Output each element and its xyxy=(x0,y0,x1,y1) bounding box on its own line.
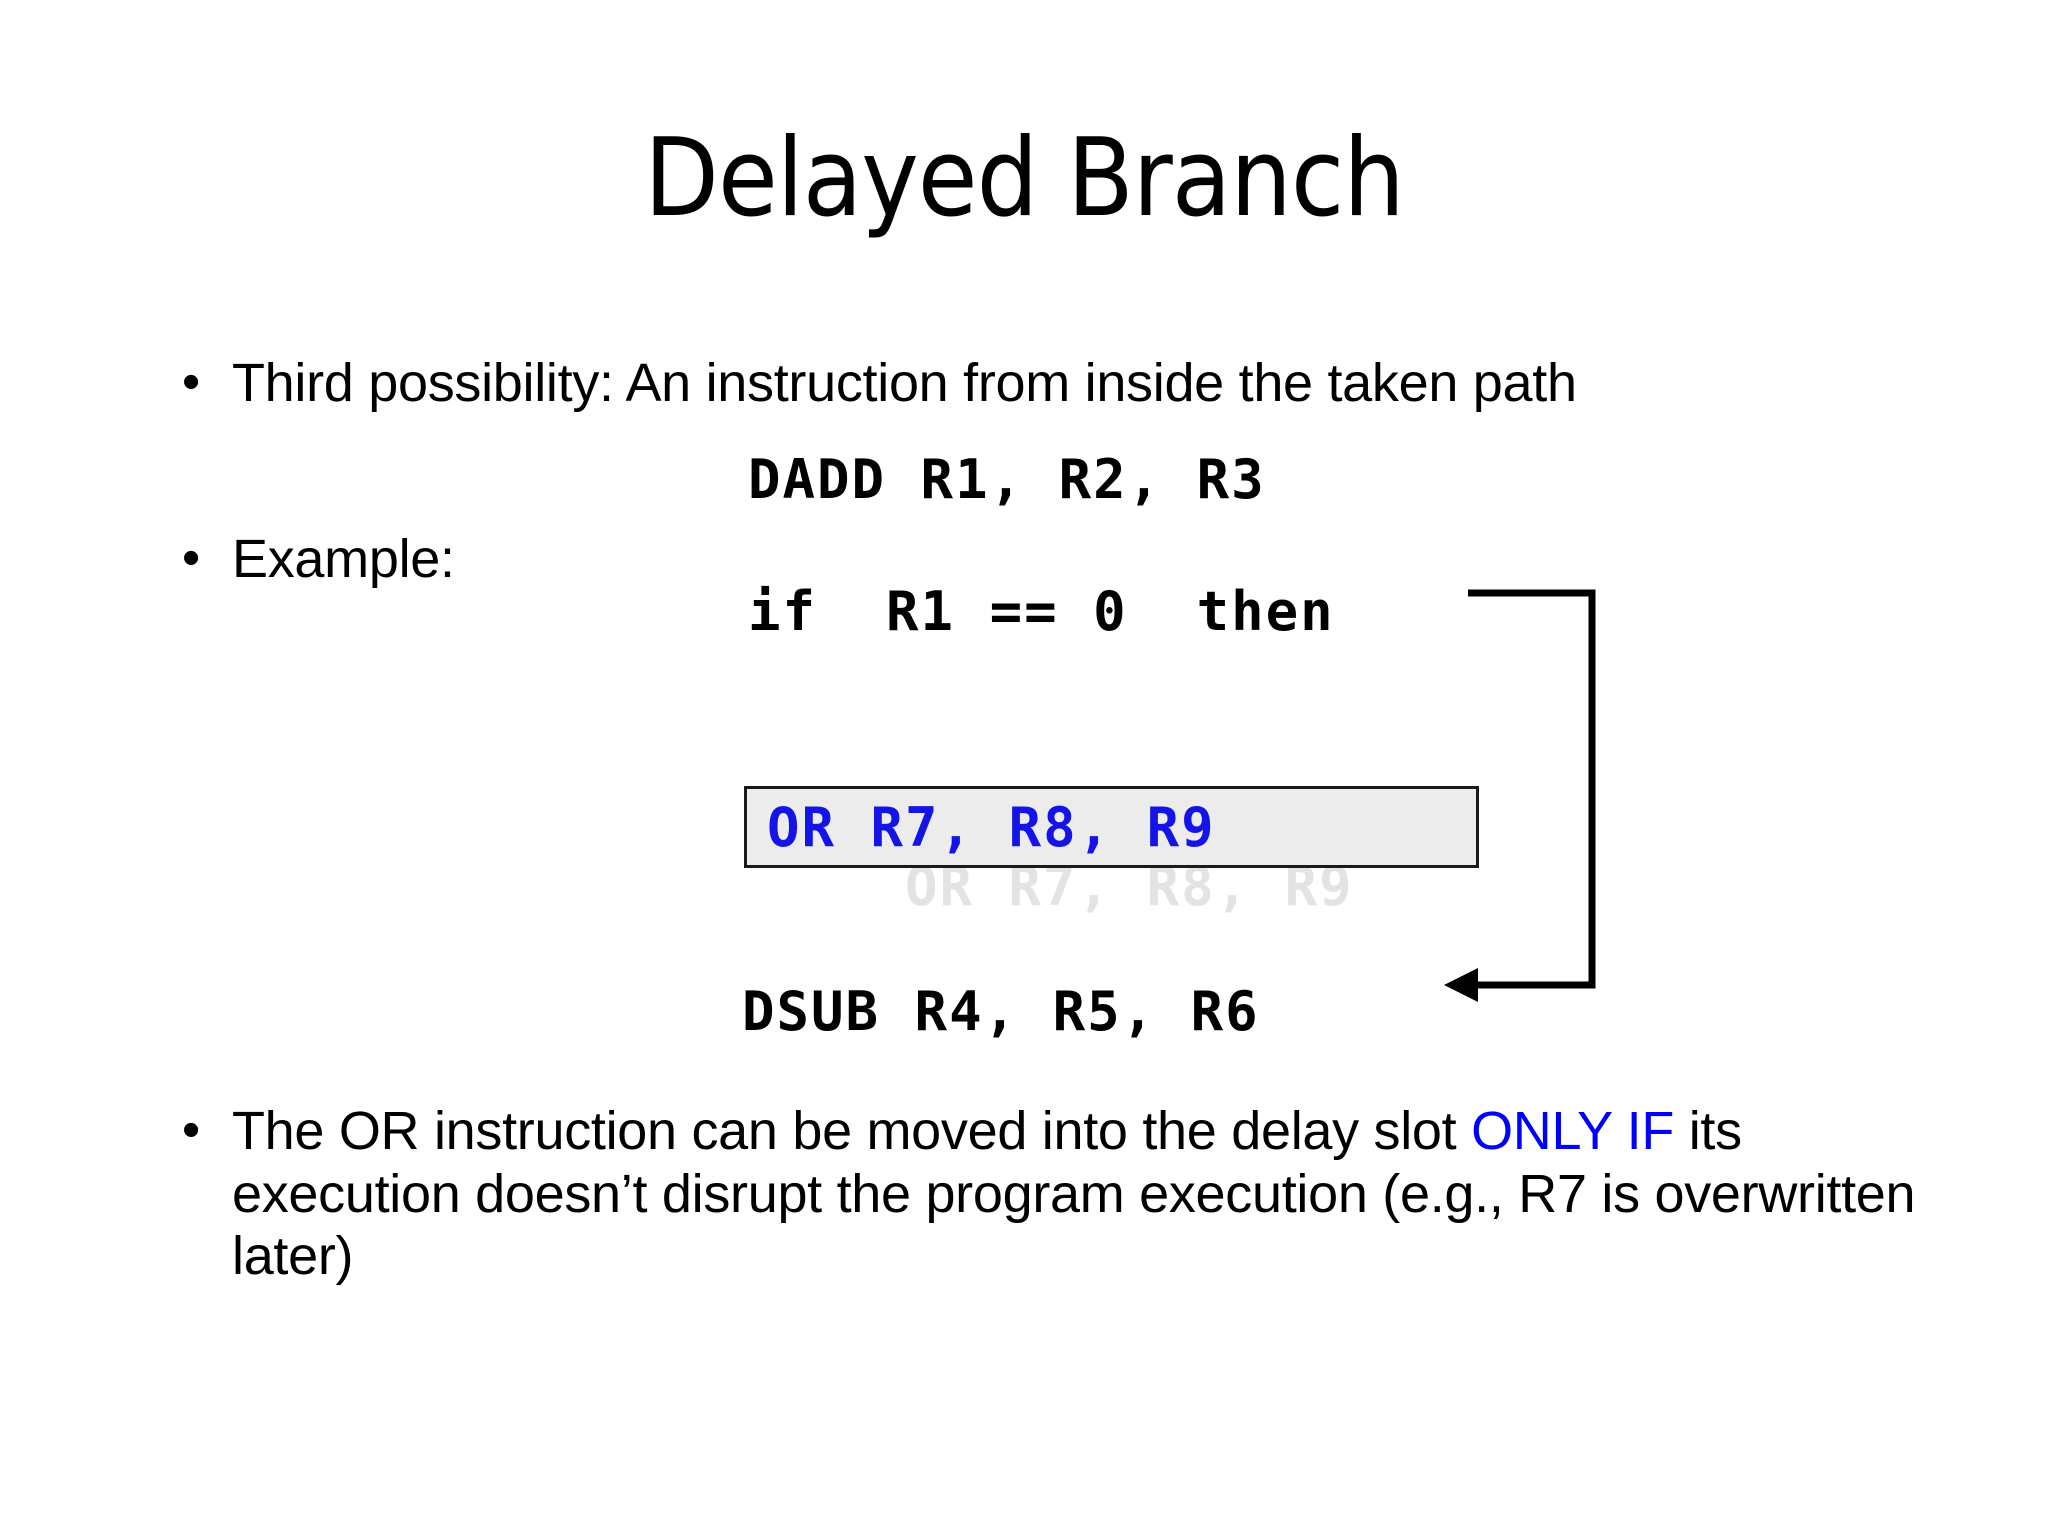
bullet-item-or-delay-slot: • The OR instruction can be moved into t… xyxy=(170,1100,1970,1288)
page-title: Delayed Branch xyxy=(644,116,1405,241)
arrow-head xyxy=(1444,968,1478,1002)
code-line-dadd: DADD R1, R2, R3 xyxy=(748,448,1266,511)
arrow-path xyxy=(1468,589,1596,989)
code-line-dsub: DSUB R4, R5, R6 xyxy=(742,980,1260,1043)
bullet-item-third-possibility: • Third possibility: An instruction from… xyxy=(170,352,1960,415)
closing-text-highlight: ONLY IF xyxy=(1471,1101,1675,1161)
bullet-item-example: • Example: xyxy=(170,528,970,591)
code-line-if-then: if R1 == 0 then xyxy=(748,580,1335,643)
bullet-marker-icon: • xyxy=(182,353,201,411)
bullet-marker-icon: • xyxy=(182,529,201,587)
bullet-text-or-delay-slot: The OR instruction can be moved into the… xyxy=(232,1100,1952,1288)
delay-slot-highlight-box[interactable]: OR R7, R8, R9 xyxy=(744,786,1479,868)
bullet-text-third-possibility: Third possibility: An instruction from i… xyxy=(232,353,1577,413)
bullet-marker-icon: • xyxy=(182,1101,201,1159)
code-line-or-highlighted: OR R7, R8, R9 xyxy=(767,795,1216,859)
closing-text-part-1: The OR instruction can be moved into the… xyxy=(232,1101,1472,1161)
bullet-text-example: Example: xyxy=(232,529,455,589)
closing-text-part-2: its execution doesn’t disrupt the progra… xyxy=(232,1101,1916,1287)
